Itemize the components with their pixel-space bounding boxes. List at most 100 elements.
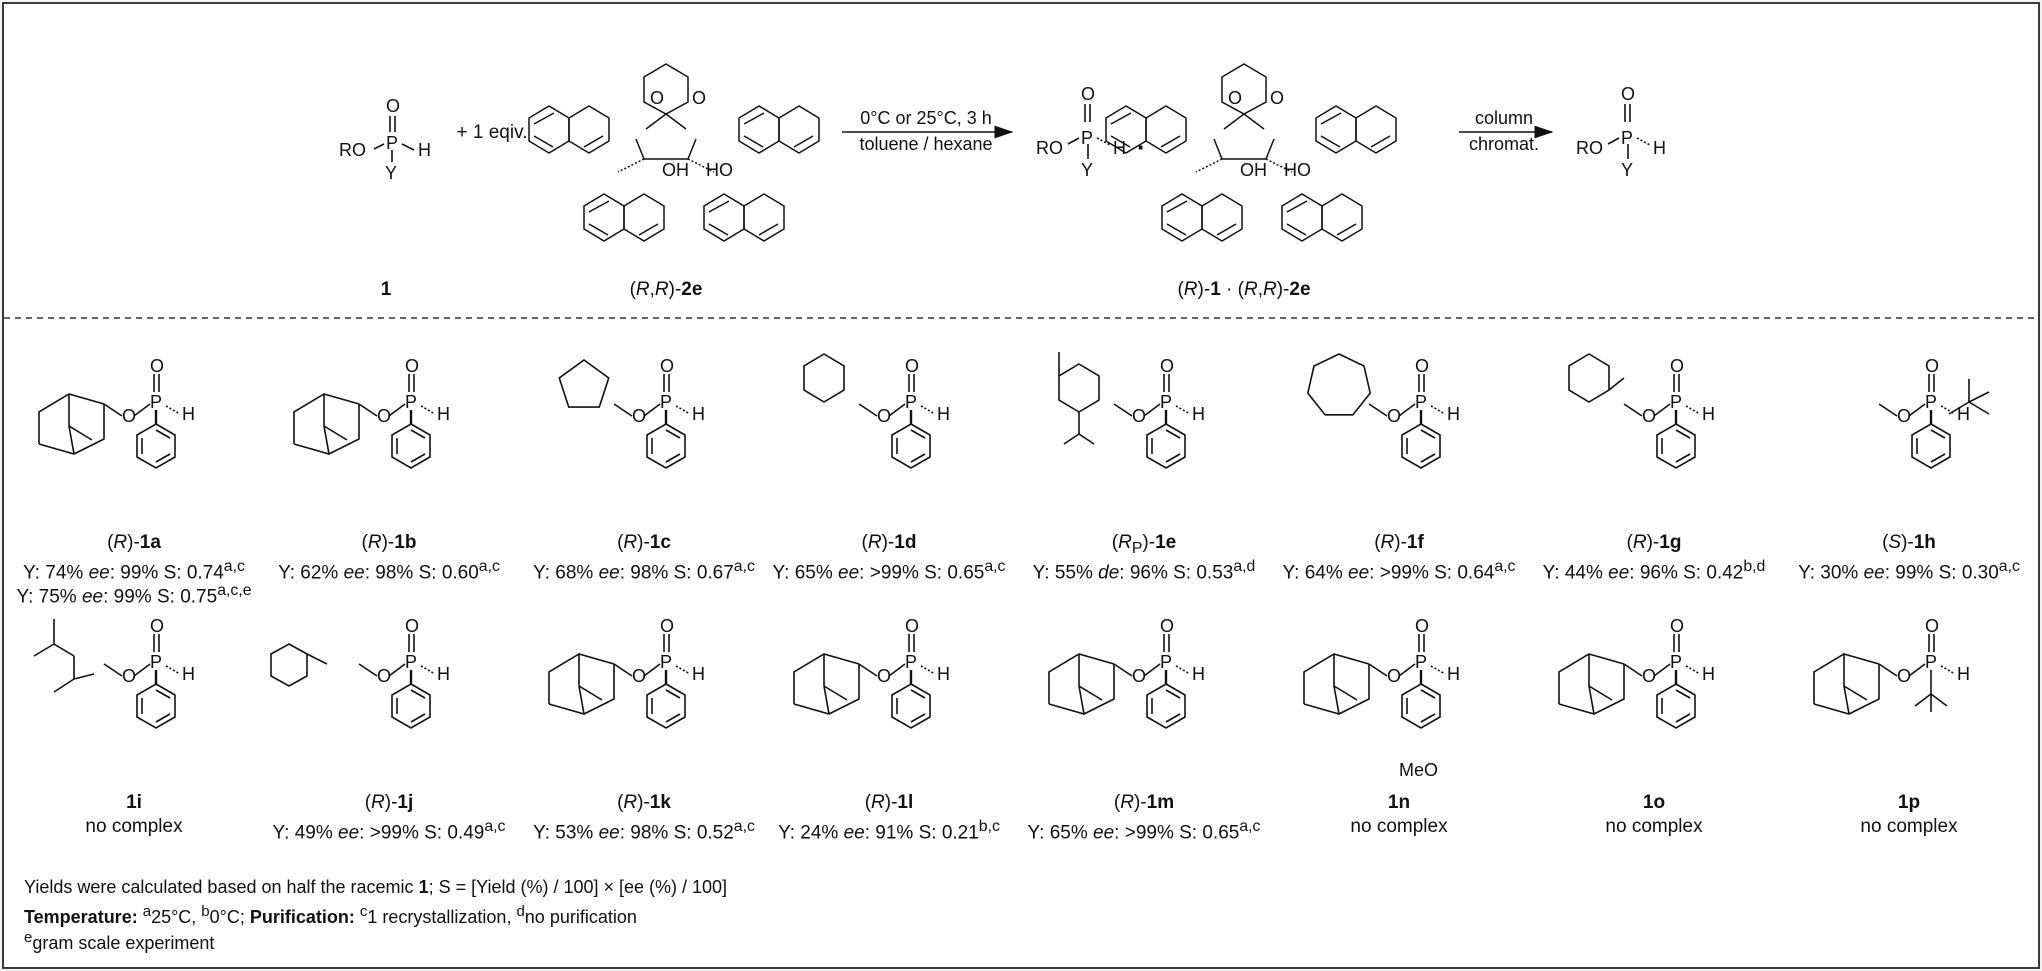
footnote-gram: egram scale experiment [24,929,215,953]
atom-label: O [1387,666,1401,686]
compound-result: no complex [85,816,183,837]
atom-label: P [150,652,162,672]
compound-result: Y: 65% ee: >99% S: 0.65a,c [772,558,1006,584]
atom-label: H [1957,664,1970,684]
compound-result: Y: 30% ee: 99% S: 0.30a,c [1798,558,2020,584]
atom-label: O [1415,356,1429,376]
atom-label: P [660,652,672,672]
compound-label: (R)-1c [617,532,671,553]
atom-label: H [937,664,950,684]
atom-label: H [1957,404,1970,424]
atom-label: P [1415,652,1427,672]
atom-label: OH [662,160,689,180]
atom-label: H [1702,404,1715,424]
atom-label: O [632,406,646,426]
compound-result: Y: 68% ee: 98% S: 0.67a,c [533,558,755,584]
complex-dot: · [1137,132,1146,162]
atom-label: O [405,356,419,376]
compound-result: no complex [1605,816,1703,837]
atom-label: P [1621,128,1633,148]
compound-result: Y: 24% ee: 91% S: 0.21b,c [778,818,1000,844]
atom-label: H [1192,404,1205,424]
atom-label: P [1081,128,1093,148]
atom-label: O [1670,356,1684,376]
atom-label: O [1670,616,1684,636]
atom-label: P [150,392,162,412]
atom-label: O [877,666,891,686]
compound-label: (R)-1d [861,532,917,553]
atom-label: H [437,404,450,424]
product-structure: OPO H [1306,353,1460,469]
atom-label: H [692,404,705,424]
atom-label: H [1702,664,1715,684]
atom-label: O [1925,616,1939,636]
atom-label: P [386,133,398,153]
atom-label: H [1192,664,1205,684]
atom-label: O [405,616,419,636]
atom-label: O [1160,356,1174,376]
atom-label: O [1642,666,1656,686]
atom-label: O [1228,88,1242,108]
compound-label: (R)-1f [1374,532,1424,553]
atom-label: O [877,406,891,426]
atom-label: O [122,406,136,426]
atom-label: O [1160,616,1174,636]
atom-label: H [937,404,950,424]
atom-label: O [1081,84,1095,104]
atom-label: OH [1240,160,1267,180]
atom-label: MeO [1399,760,1438,780]
atom-label: RO [339,140,366,160]
plus-equiv-text: + 1 eqiv. [456,122,528,143]
atom-label: Y [385,163,397,183]
atom-label: O [1897,666,1911,686]
atom-label: O [692,88,706,108]
compound-label: (S)-1h [1882,532,1936,553]
atom-label: H [1113,138,1126,158]
atom-label: O [1415,616,1429,636]
atom-label: O [150,616,164,636]
compound-label: 1i [126,792,142,813]
atom-label: O [150,356,164,376]
atom-label: H [182,404,195,424]
compound-result: Y: 53% ee: 98% S: 0.52a,c [533,818,755,844]
atom-label: O [632,666,646,686]
atom-label: P [1415,392,1427,412]
atom-label: O [377,666,391,686]
atom-label: RO [1036,138,1063,158]
compound-result: Y: 55% de: 96% S: 0.53a,d [1032,558,1256,584]
compound-label: (R)-1b [361,532,417,553]
atom-label: H [418,140,431,160]
conditions-bottom: toluene / hexane [859,134,993,154]
conditions-top: 0°C or 25°C, 3 h [860,108,992,128]
atom-label: O [1132,666,1146,686]
atom-label: O [1132,406,1146,426]
compound-label: (R)-1j [364,792,414,813]
compound-label: 1p [1897,792,1921,813]
atom-label: P [660,392,672,412]
atom-label: O [905,616,919,636]
atom-label: RO [1576,138,1603,158]
compound-label: (R)-1a [107,532,161,553]
atom-label: O [1270,88,1284,108]
atom-label: H [1447,404,1460,424]
compound-label: 1o [1642,792,1666,813]
atom-label: O [1387,406,1401,426]
atom-label: O [1642,406,1656,426]
product-structure: OPO H [1558,616,1715,729]
compound-result: Y: 62% ee: 98% S: 0.60a,c [278,558,500,584]
atom-label: O [386,96,400,116]
atom-label: P [1670,652,1682,672]
atom-label: P [1160,652,1172,672]
atom-label: HO [1284,160,1311,180]
atom-label: P [905,392,917,412]
atom-label: P [905,652,917,672]
atom-label: O [122,666,136,686]
